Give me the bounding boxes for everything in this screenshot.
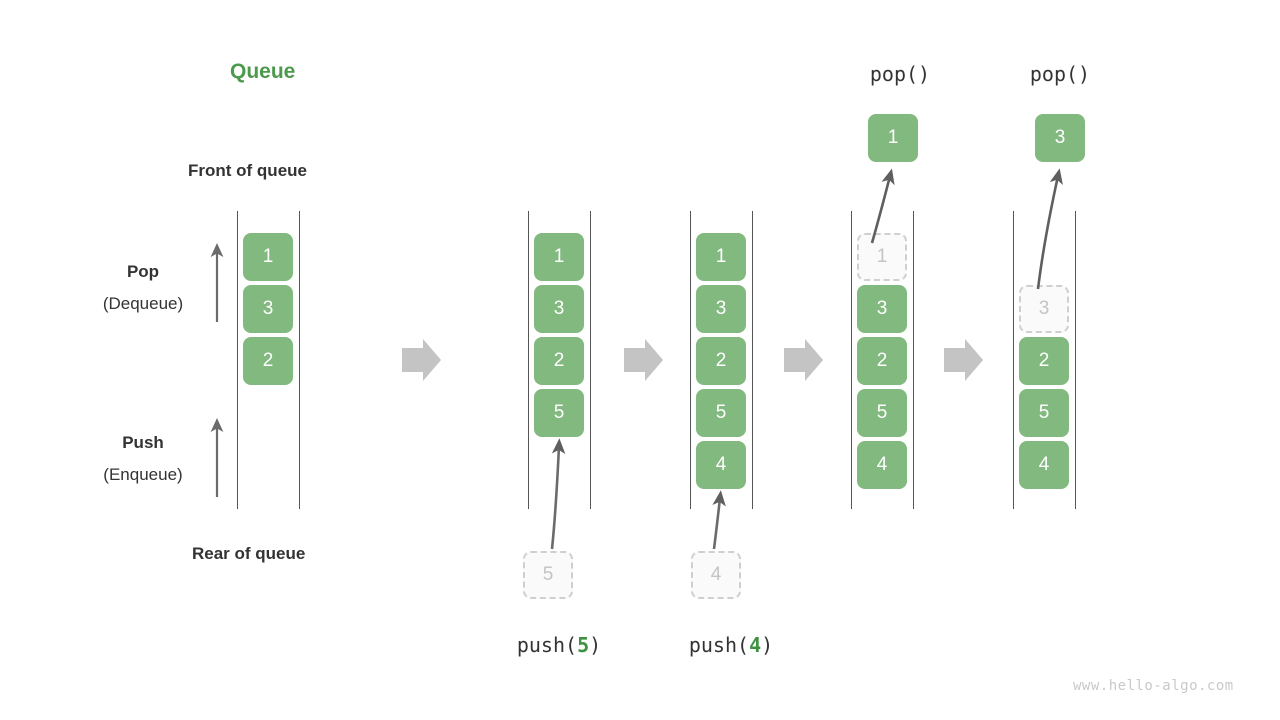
pop-3-arrow: [1036, 168, 1063, 290]
op-suffix: ): [589, 633, 602, 657]
transition-arrow: [624, 339, 663, 381]
incoming-element-ghost: 5: [523, 551, 573, 599]
queue-element: 4: [1019, 441, 1069, 489]
op-suffix: ): [761, 633, 774, 657]
pop-alt-label: (Dequeue): [102, 294, 184, 313]
diagram-title: Queue: [230, 60, 296, 83]
queue-rail-right-2: [590, 211, 591, 509]
queue-element: 4: [696, 441, 746, 489]
queue-element: 5: [857, 389, 907, 437]
queue-element: 2: [696, 337, 746, 385]
queue-element: 2: [1019, 337, 1069, 385]
transition-arrow: [402, 339, 441, 381]
op-label-pop-1: pop(): [869, 62, 931, 86]
watermark: www.hello-algo.com: [1073, 678, 1234, 694]
queue-rail-right-5: [1075, 211, 1076, 509]
queue-element: 1: [696, 233, 746, 281]
pop-label: Pop: [126, 262, 160, 281]
rear-of-queue-label: Rear of queue: [192, 544, 306, 563]
queue-element: 2: [534, 337, 584, 385]
queue-element: 3: [857, 285, 907, 333]
queue-element-ghost: 3: [1019, 285, 1069, 333]
queue-rail-left-3: [690, 211, 691, 509]
queue-element: 2: [857, 337, 907, 385]
incoming-element-ghost: 4: [691, 551, 741, 599]
push-label: Push: [122, 433, 164, 452]
popped-element: 1: [868, 114, 918, 162]
queue-element: 3: [696, 285, 746, 333]
queue-element: 5: [1019, 389, 1069, 437]
queue-rail-right-3: [752, 211, 753, 509]
popped-element: 3: [1035, 114, 1085, 162]
queue-rail-left-4: [851, 211, 852, 509]
op-arg: 5: [577, 633, 590, 657]
queue-element: 1: [243, 233, 293, 281]
queue-element-ghost: 1: [857, 233, 907, 281]
queue-rail-left-1: [237, 211, 238, 509]
push-4-arrow: [712, 490, 726, 550]
transition-arrow: [784, 339, 823, 381]
transition-arrow: [944, 339, 983, 381]
queue-element: 4: [857, 441, 907, 489]
queue-element: 1: [534, 233, 584, 281]
queue-rail-right-1: [299, 211, 300, 509]
queue-rail-left-2: [528, 211, 529, 509]
op-label-push-5: push(5): [459, 633, 659, 657]
queue-element: 5: [534, 389, 584, 437]
op-prefix: push(: [516, 633, 578, 657]
op-label-pop-3: pop(): [1029, 62, 1091, 86]
push-5-arrow: [550, 438, 566, 550]
queue-rail-left-5: [1013, 211, 1014, 509]
push-alt-label: (Enqueue): [103, 465, 183, 484]
front-of-queue-label: Front of queue: [188, 161, 307, 180]
op-arg: 4: [749, 633, 762, 657]
queue-element: 2: [243, 337, 293, 385]
op-label-push-4: push(4): [631, 633, 831, 657]
queue-element: 3: [243, 285, 293, 333]
queue-rail-right-4: [913, 211, 914, 509]
op-prefix: push(: [688, 633, 750, 657]
queue-element: 3: [534, 285, 584, 333]
queue-element: 5: [696, 389, 746, 437]
